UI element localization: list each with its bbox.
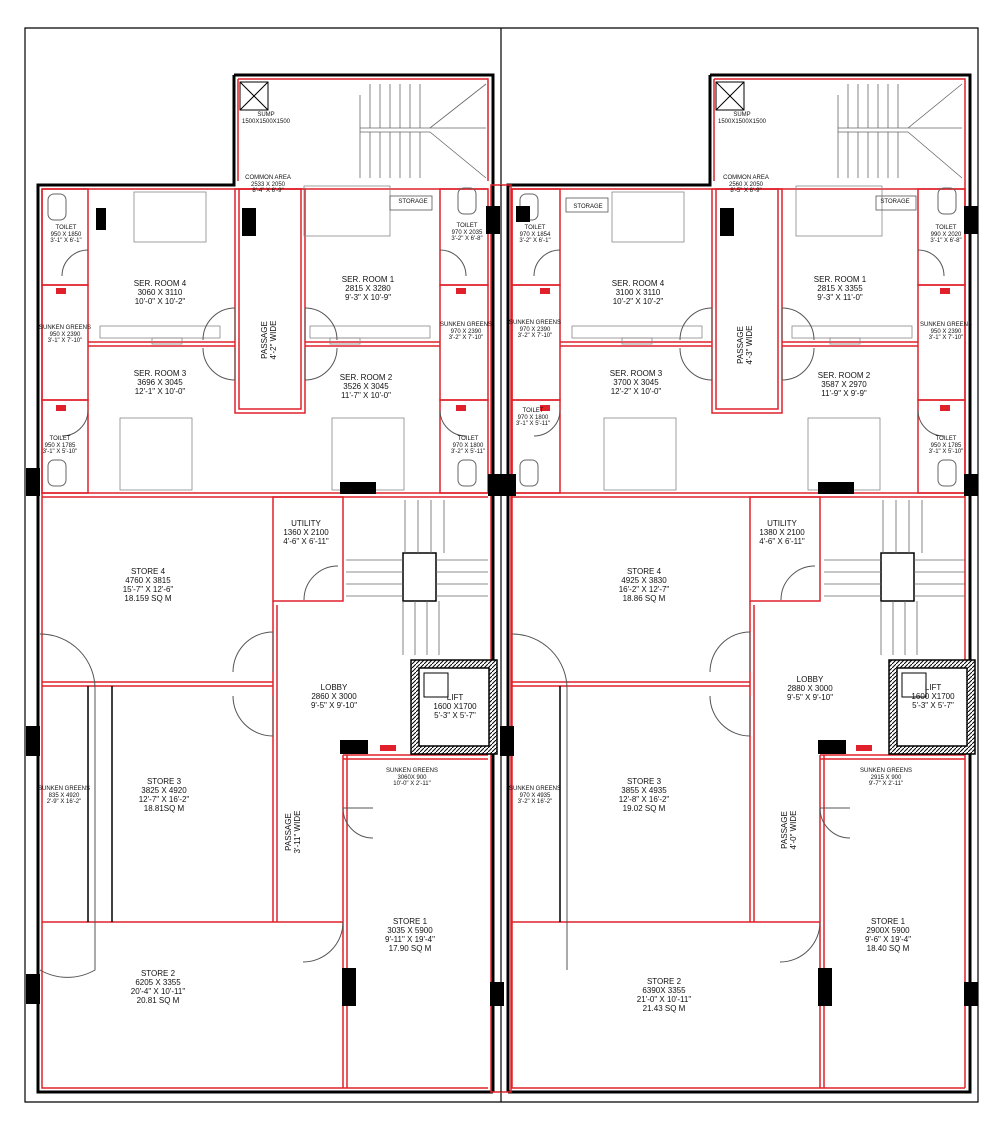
mid-stairs [346, 500, 965, 655]
toilet-fixtures [47, 187, 957, 487]
sump-boxes [239, 81, 745, 111]
top-stairs [359, 83, 963, 179]
left-unit-walls [41, 188, 489, 1088]
structural-columns [26, 206, 978, 1006]
red-inner-outline [41, 78, 966, 1089]
lift-shafts [410, 659, 976, 755]
exterior-walls [36, 73, 972, 1094]
door-swings [39, 249, 945, 978]
right-unit-walls [511, 188, 966, 1088]
furniture [99, 185, 917, 491]
party-wall [490, 184, 512, 1093]
red-markers [56, 288, 950, 751]
